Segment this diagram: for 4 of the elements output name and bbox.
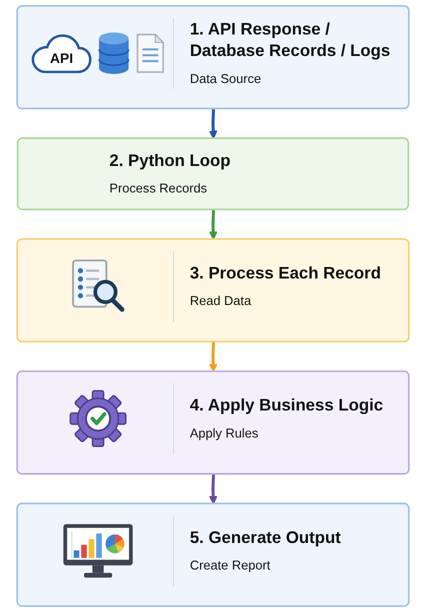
arrow [208,210,218,240]
arrow [208,342,218,372]
arrow [208,108,218,140]
arrow [208,474,218,504]
